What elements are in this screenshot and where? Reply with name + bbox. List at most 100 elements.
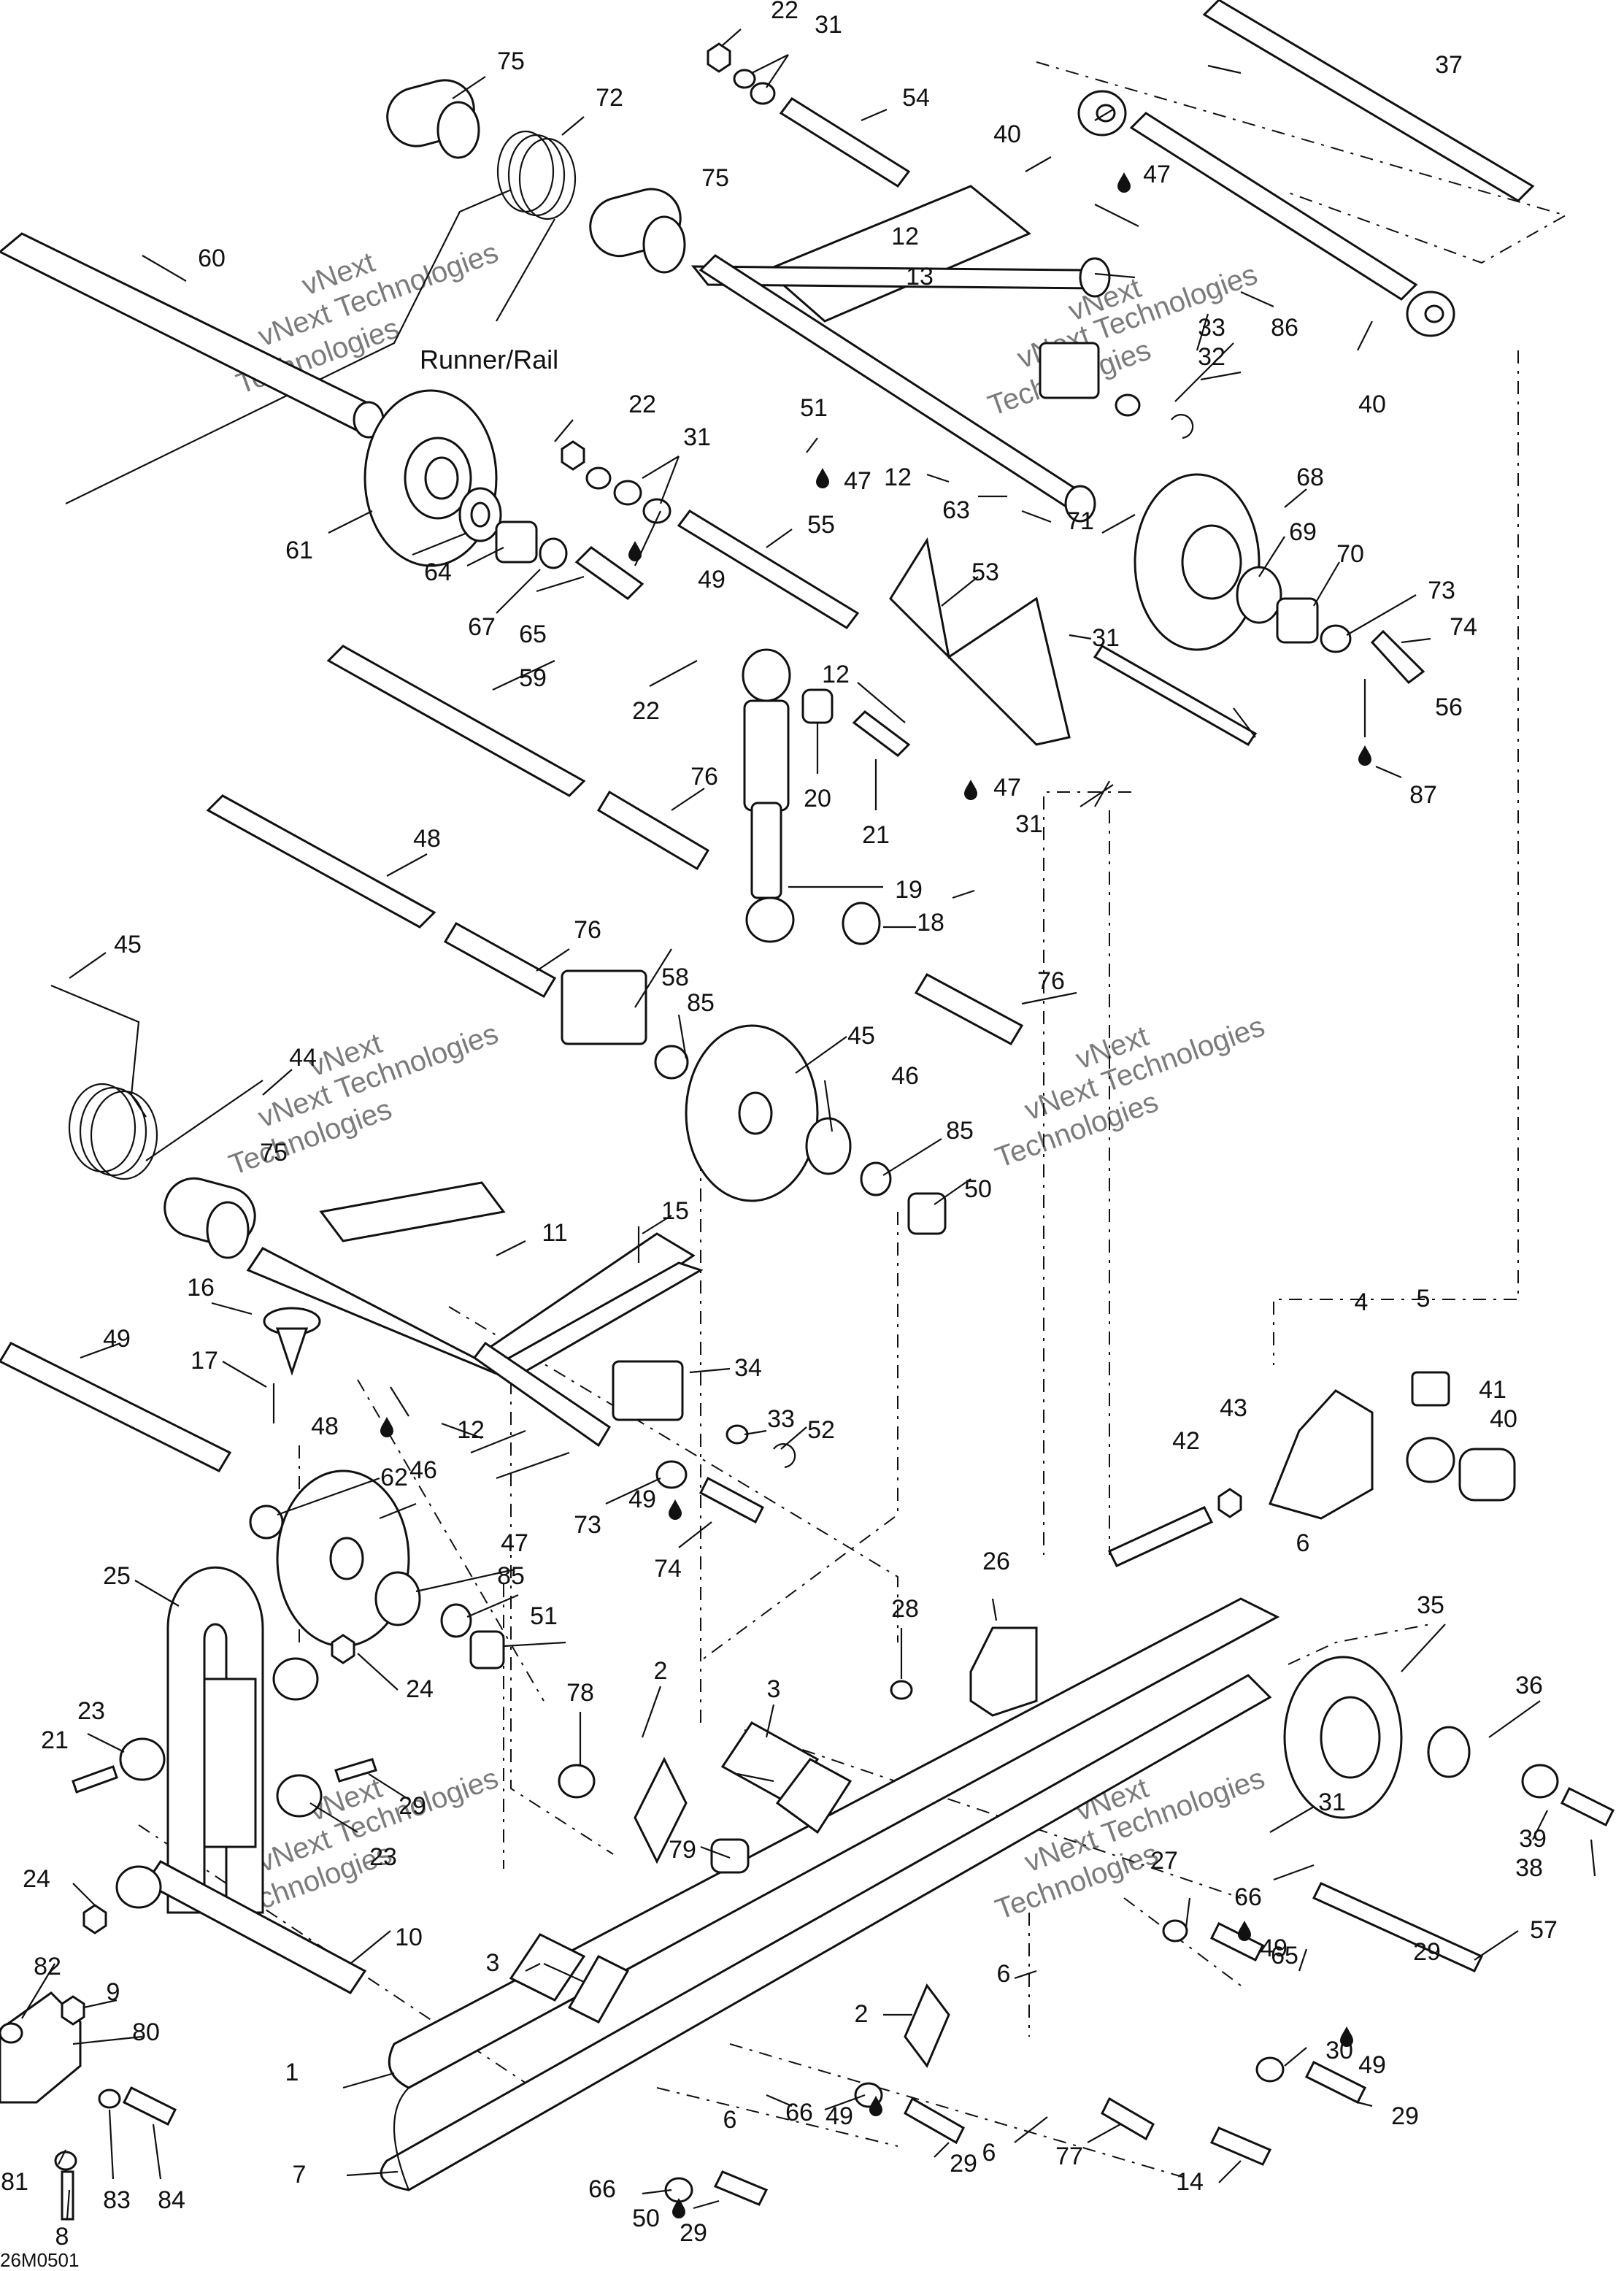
callout: 71 (1066, 507, 1094, 535)
callout: 73 (1428, 577, 1455, 604)
callout: 83 (103, 2186, 131, 2214)
callout: 16 (187, 1274, 215, 1302)
callout: 32 (1198, 343, 1225, 371)
callout: 77 (1055, 2143, 1083, 2170)
callout: 29 (399, 1792, 426, 1820)
callout: 50 (632, 2205, 660, 2232)
callout: 8 (55, 2223, 69, 2251)
callout: 33 (767, 1405, 795, 1433)
callout: 12 (822, 661, 850, 688)
callout: 14 (1176, 2168, 1204, 2196)
callout: 85 (687, 989, 715, 1017)
callout: 6 (982, 2139, 996, 2167)
callout: 57 (1530, 1916, 1558, 1944)
callout: 21 (41, 1726, 69, 1754)
callout: 20 (804, 785, 831, 812)
callout: 36 (1515, 1672, 1543, 1699)
callout: 39 (1519, 1825, 1547, 1853)
callout: 79 (669, 1836, 696, 1864)
callout: 73 (574, 1511, 601, 1539)
callout: 63 (942, 496, 970, 524)
callout: 23 (77, 1697, 105, 1725)
callout: 38 (1515, 1854, 1543, 1882)
callout: 59 (519, 664, 547, 692)
callout: 46 (409, 1456, 437, 1484)
callout: 31 (815, 11, 842, 39)
lubricant-drop-icon (380, 1417, 393, 1437)
callout: 48 (311, 1413, 339, 1440)
callout: 49 (1358, 2051, 1386, 2079)
callout: 44 (289, 1044, 317, 1072)
callout: 5 (1417, 1285, 1431, 1313)
callout: 22 (632, 697, 660, 725)
callout: 47 (993, 774, 1021, 802)
callout: 28 (891, 1595, 919, 1623)
callout: 49 (103, 1325, 131, 1353)
callout: 45 (847, 1022, 875, 1050)
callout: 67 (468, 613, 496, 641)
callout: 48 (413, 825, 441, 853)
callout: 75 (701, 164, 729, 192)
callout: 49 (1260, 1934, 1288, 1962)
callout: 22 (628, 391, 656, 418)
callout: 33 (1198, 314, 1225, 342)
leader-lines (21, 28, 1596, 2220)
callout: 51 (530, 1602, 558, 1630)
callout: 22 (771, 0, 798, 24)
callout: 66 (1234, 1883, 1262, 1911)
callout: 29 (680, 2219, 707, 2247)
callout: 27 (1150, 1847, 1178, 1875)
callout: 47 (1143, 161, 1171, 188)
callout: 49 (826, 2102, 853, 2130)
callout: 31 (1015, 810, 1043, 838)
callout: 65 (519, 620, 547, 648)
callout: 21 (862, 821, 890, 849)
callout: 35 (1417, 1591, 1444, 1619)
callout: 42 (1172, 1427, 1200, 1455)
lubricant-drop-icon (1238, 1921, 1251, 1941)
parts (0, 0, 1615, 2221)
callout: 31 (1318, 1788, 1346, 1816)
callout: 64 (424, 558, 452, 586)
callout: 12 (884, 464, 912, 491)
lubricant-drop-icon (628, 541, 642, 561)
callout: 40 (1490, 1405, 1517, 1433)
callout: 81 (1, 2168, 28, 2196)
callout: 80 (132, 2018, 160, 2046)
lubricant-drop-icon (1117, 172, 1131, 193)
callout: 29 (950, 2150, 977, 2178)
callout: 15 (661, 1197, 689, 1225)
callout: 51 (800, 394, 828, 422)
callout: 31 (1092, 624, 1120, 652)
callout: 86 (1271, 314, 1298, 342)
callout: 49 (628, 1486, 656, 1513)
lubricant-drop-icon (964, 780, 977, 800)
callout: 37 (1435, 51, 1463, 79)
callout: 13 (906, 263, 934, 291)
callout: 26 (982, 1548, 1010, 1575)
callout: 76 (574, 916, 601, 944)
callout: 23 (369, 1843, 397, 1871)
lubricant-drop-icon (669, 1499, 682, 1520)
callout: 74 (1450, 613, 1477, 641)
callout: 65 (1271, 1942, 1298, 1970)
callout: 25 (103, 1562, 131, 1590)
runner-rail-label: Runner/Rail (420, 345, 558, 374)
callout: 3 (486, 1949, 500, 1977)
callout: 74 (654, 1555, 682, 1583)
callout: 60 (198, 245, 226, 272)
callout: 9 (107, 1978, 120, 2006)
callout: 40 (993, 120, 1021, 148)
callout: 6 (1296, 1529, 1310, 1557)
callout: 85 (946, 1117, 974, 1145)
callout: 70 (1336, 540, 1364, 568)
callout: 62 (380, 1464, 408, 1491)
callout: 53 (971, 558, 999, 586)
callout: 29 (1413, 1938, 1441, 1966)
callout: 56 (1435, 693, 1463, 721)
callout: 12 (891, 223, 919, 250)
callout: 30 (1325, 2037, 1353, 2064)
callout: 24 (406, 1675, 434, 1703)
callout: 54 (902, 84, 930, 112)
